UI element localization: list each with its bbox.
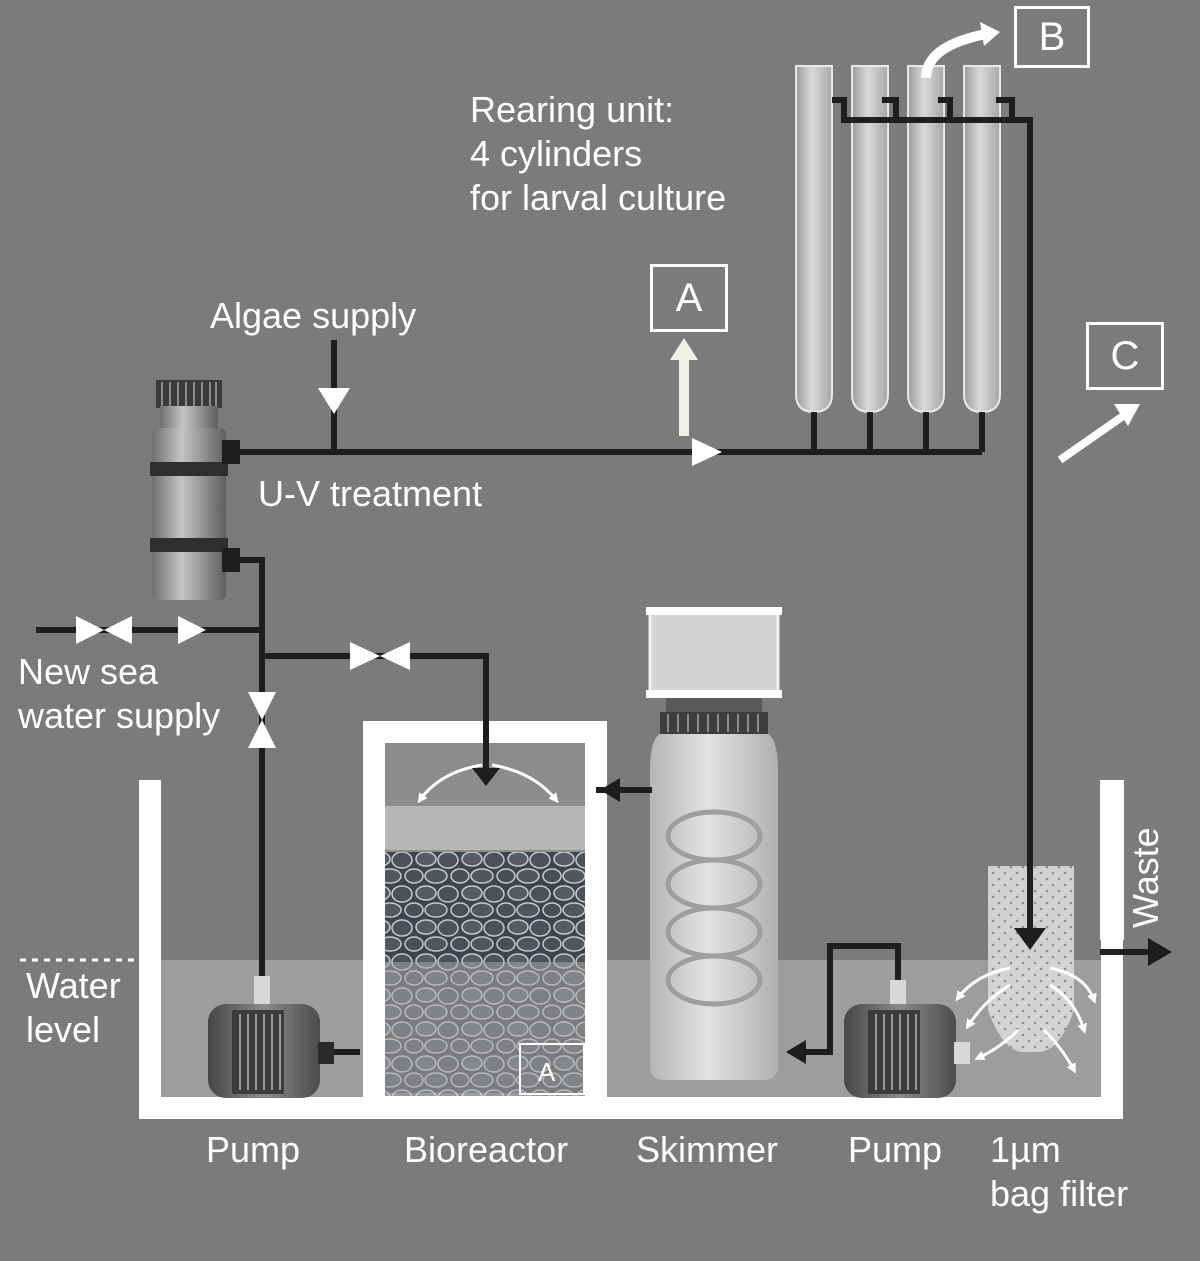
waste-label: Waste — [1125, 827, 1166, 928]
bioreactor-detail-box — [519, 1043, 585, 1095]
pump-left-label: Pump — [206, 1129, 301, 1170]
marker-c: C — [1086, 322, 1164, 390]
rearing-cylinders — [795, 65, 1001, 414]
flow-arrowheads — [472, 768, 1172, 1064]
waste-weir — [1100, 780, 1124, 940]
tank-walls — [139, 780, 1123, 1119]
right-pump — [844, 980, 970, 1098]
outlet-arrow-b — [921, 29, 987, 79]
water-level-label: Water level — [26, 965, 121, 1050]
marker-a-small: A — [538, 1057, 556, 1087]
valves — [76, 616, 410, 748]
new-sea-water-label: New sea water supply — [18, 651, 221, 736]
algae-arrow — [318, 388, 350, 414]
outlet-arrow-b-head — [980, 22, 1000, 46]
outlet-arrow-c-head — [1114, 404, 1140, 426]
bioreactor — [363, 721, 607, 1115]
flow-arrow-main — [692, 438, 722, 466]
outlet-arrow-c — [1057, 410, 1129, 464]
bioreactor-label: Bioreactor — [404, 1129, 569, 1170]
uv-treatment-label: U-V treatment — [258, 473, 483, 514]
algae-supply-label: Algae supply — [210, 295, 417, 336]
pump-right-label: Pump — [848, 1129, 943, 1170]
uv-unit — [150, 380, 240, 600]
rearing-unit-label: Rearing unit: 4 cylinders for larval cul… — [470, 89, 727, 218]
skimmer-label: Skimmer — [636, 1129, 778, 1170]
marker-a: A — [650, 264, 728, 332]
marker-b: B — [1014, 6, 1090, 68]
bioreactor-flow-arrow-right — [491, 763, 559, 804]
bag-filter — [988, 866, 1074, 1052]
skimmer — [646, 607, 782, 1080]
bioreactor-flow-arrow-left — [417, 763, 483, 804]
sea-water-arrow — [178, 616, 206, 644]
outlet-arrow-a-head — [670, 338, 698, 360]
bag-filter-label: 1µm bag filter — [990, 1129, 1129, 1214]
left-pump — [208, 976, 334, 1098]
filter-outflow-arrows — [955, 966, 1097, 1074]
